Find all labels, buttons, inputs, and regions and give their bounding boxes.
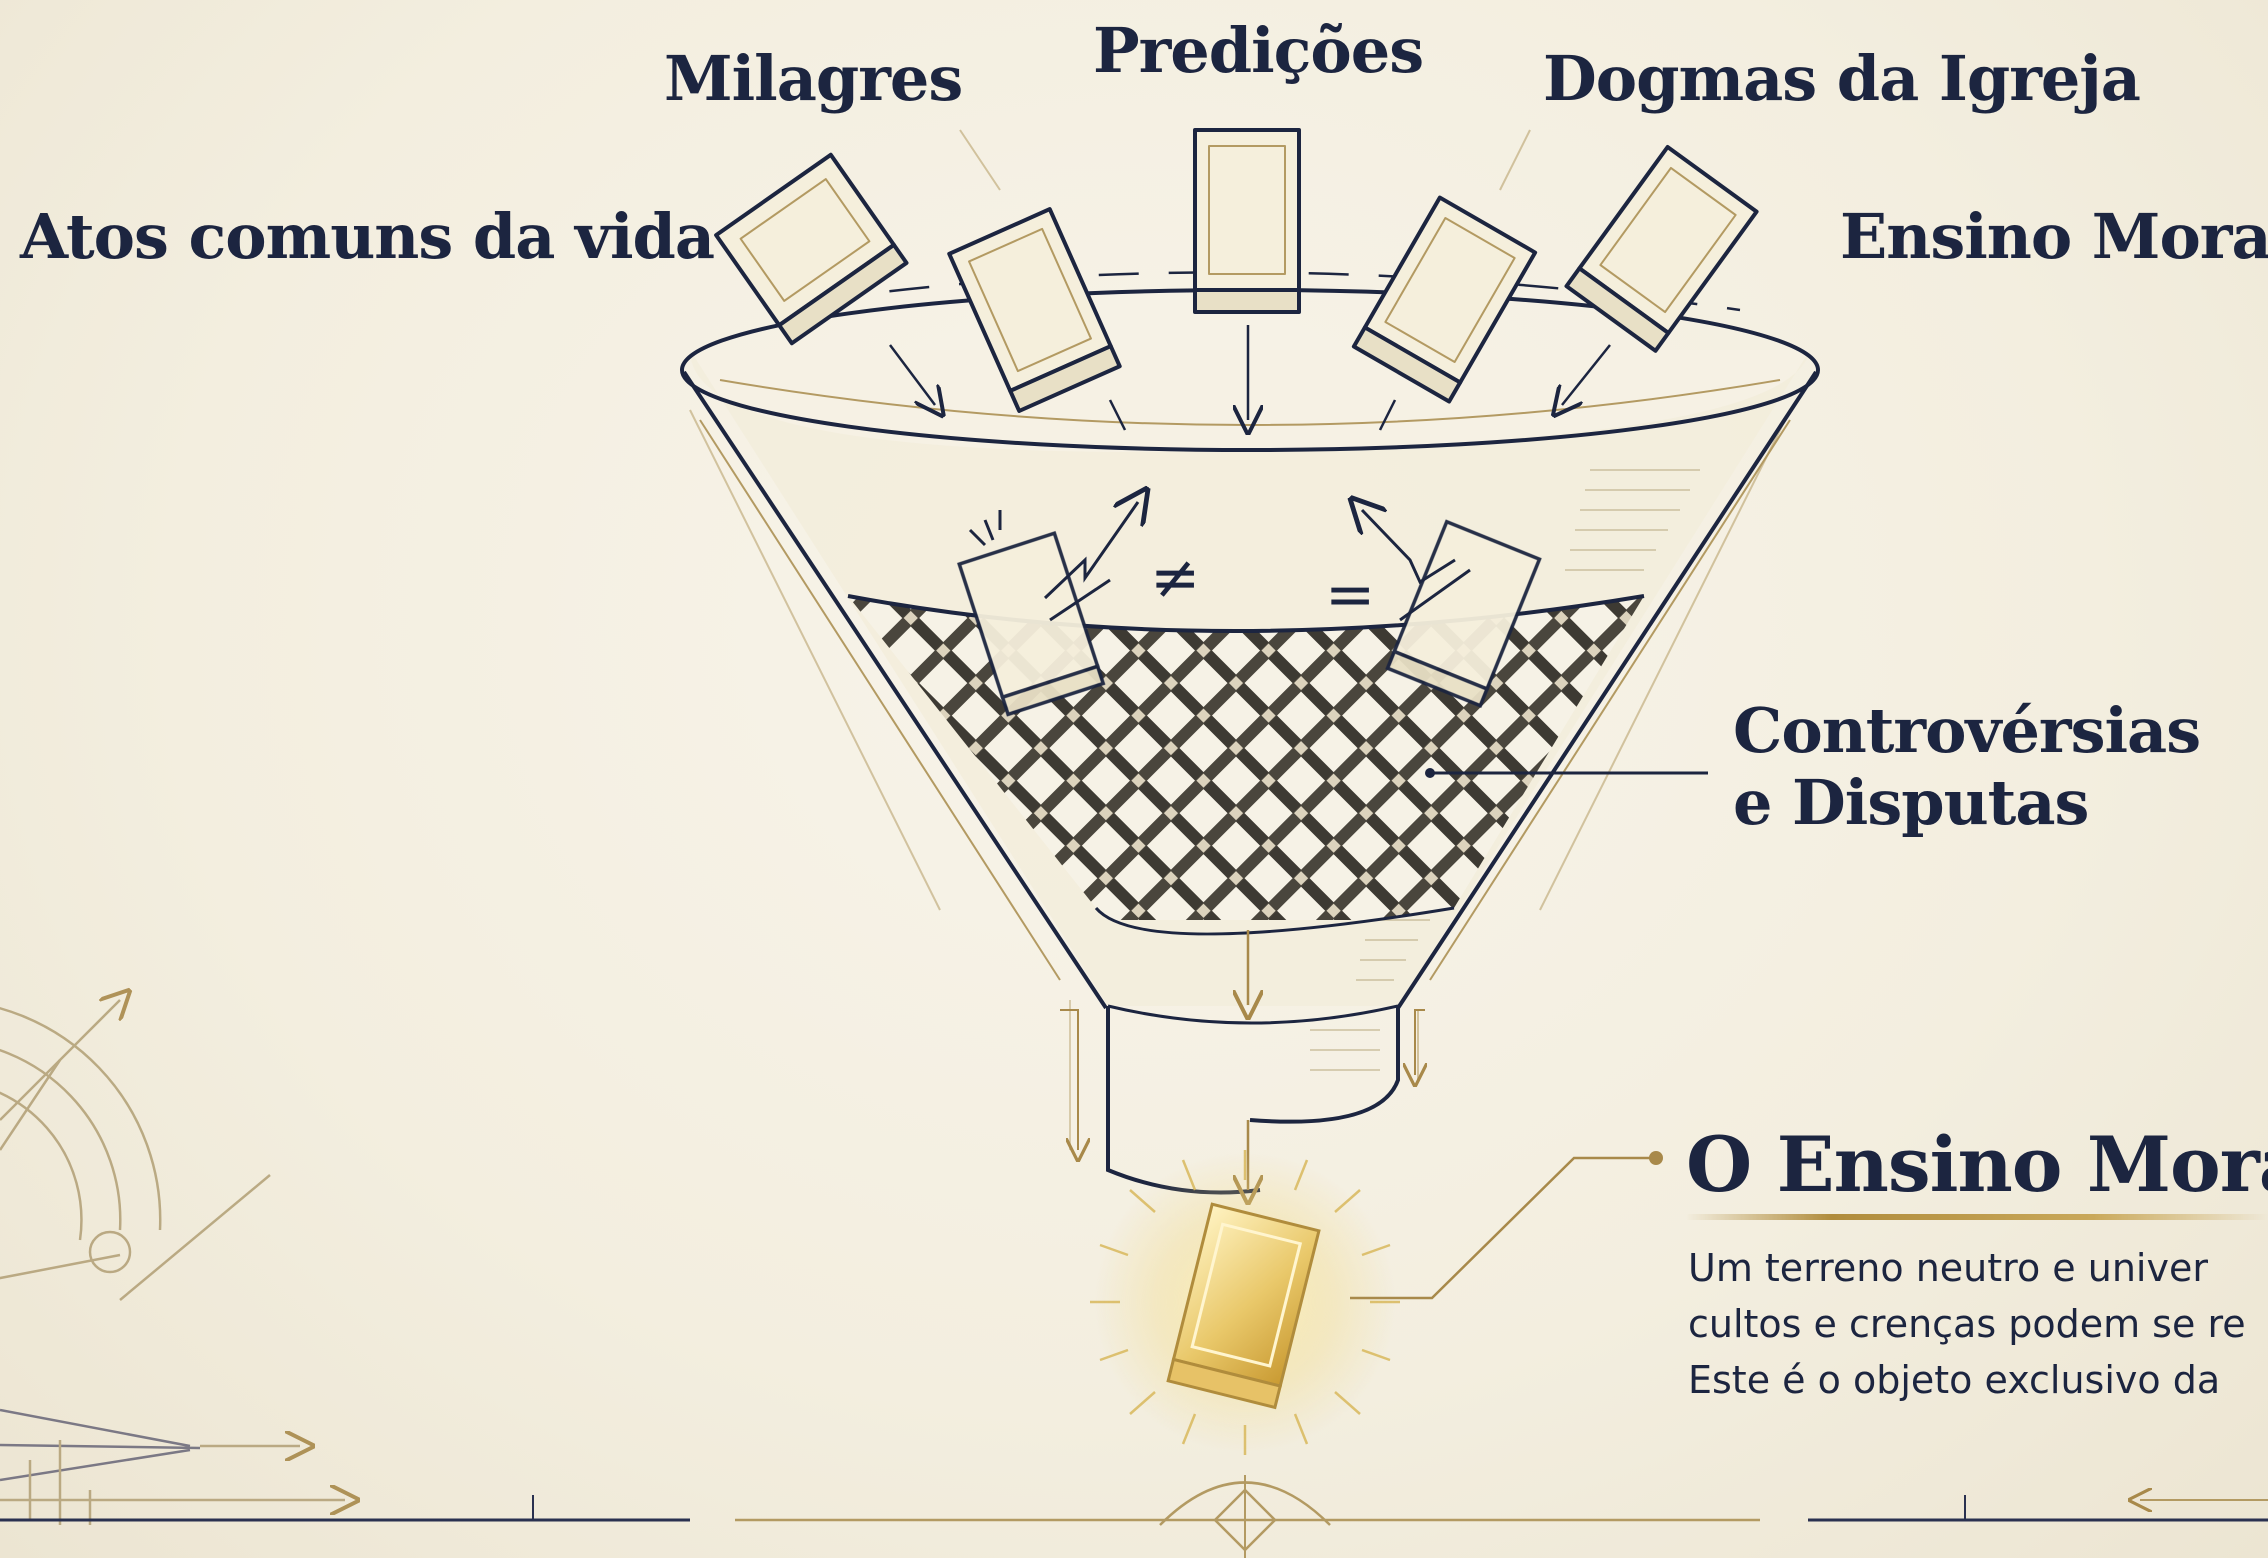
book-icon-colliding-left bbox=[957, 531, 1106, 717]
label-ensino-moral: Ensino Moral bbox=[1840, 200, 2268, 273]
outcome-description: Um terreno neutro e univer cultos e cren… bbox=[1688, 1240, 2268, 1408]
outcome-desc-line3: Este é o objeto exclusivo da bbox=[1688, 1358, 2221, 1402]
book-icon-ensino bbox=[1564, 144, 1759, 353]
book-icon-milagres bbox=[947, 207, 1122, 413]
not-equal-symbol: ≠ bbox=[1150, 543, 1200, 613]
outcome-desc-line2: cultos e crenças podem se re bbox=[1688, 1302, 2246, 1346]
label-controversias: Controvérsias e Disputas bbox=[1733, 694, 2201, 839]
book-icon-predicoes bbox=[1193, 128, 1301, 314]
outcome-leader-line bbox=[1350, 1156, 1655, 1300]
label-dogmas: Dogmas da Igreja bbox=[1543, 42, 2141, 115]
equal-symbol: = bbox=[1325, 560, 1375, 630]
label-atos-comuns: Atos comuns da vida bbox=[20, 200, 715, 273]
outcome-desc-line1: Um terreno neutro e univer bbox=[1688, 1246, 2208, 1290]
funnel-body-icon bbox=[680, 288, 1820, 1195]
book-icon-atos bbox=[714, 152, 909, 346]
compass-icon bbox=[0, 1000, 345, 1525]
glow-rays bbox=[1090, 1150, 1400, 1455]
label-controversias-line2: e Disputas bbox=[1733, 766, 2089, 839]
book-icon-dogmas bbox=[1351, 195, 1538, 404]
gold-book-icon bbox=[1166, 1202, 1321, 1410]
outcome-underline bbox=[1686, 1214, 2268, 1220]
bottom-frame bbox=[0, 1475, 2268, 1558]
book-icon-colliding-right bbox=[1385, 519, 1542, 708]
label-milagres: Milagres bbox=[664, 42, 963, 115]
label-predicoes: Predições bbox=[1093, 14, 1424, 87]
label-controversias-line1: Controvérsias bbox=[1733, 694, 2201, 767]
outcome-title: O Ensino Moral bbox=[1686, 1120, 2268, 1209]
